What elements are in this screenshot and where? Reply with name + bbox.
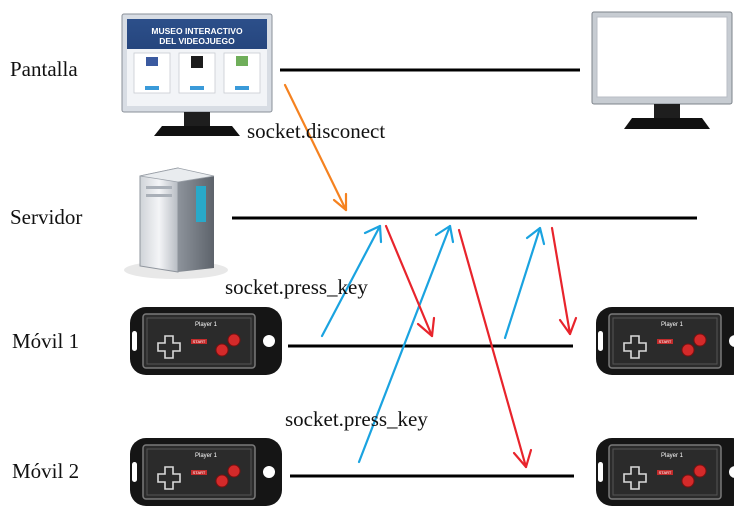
controller-player-label: Player 1: [195, 322, 218, 328]
timelines: [232, 68, 697, 478]
server-icon: [124, 167, 228, 279]
screen-title-line1: MUSEO INTERACTIVO: [151, 26, 243, 36]
row-label-servidor: Servidor: [10, 205, 82, 229]
controller-start-label: START: [193, 470, 206, 475]
press-key-arrow: [503, 226, 546, 340]
screen-title-line2: DEL VIDEOJUEGO: [159, 36, 235, 46]
controller-start-label: START: [659, 339, 672, 344]
row-label-pantalla: Pantalla: [10, 57, 78, 81]
controller-player-label: Player 1: [195, 453, 218, 459]
controller-start-label: START: [659, 470, 672, 475]
monitor-active-icon: MUSEO INTERACTIVO DEL VIDEOJUEGO: [121, 13, 273, 136]
press-key-arrow: [357, 224, 455, 464]
row-label-movil-1: Móvil 1: [12, 329, 79, 353]
monitor-idle-icon: [591, 11, 733, 129]
press-key-arrow: [320, 224, 383, 338]
controller-phone-movil2-left-icon: [129, 437, 283, 507]
controller-start-label: START: [193, 339, 206, 344]
message-arrows: [283, 83, 578, 469]
controller-phone-movil1-left-icon: [129, 306, 283, 376]
controller-player-label: Player 1: [661, 453, 684, 459]
label-socket-press-key-2: socket.press_key: [285, 407, 428, 431]
response-arrow: [457, 228, 533, 469]
row-label-movil-2: Móvil 2: [12, 459, 79, 483]
disconnect-arrow: [283, 83, 348, 212]
response-arrow: [550, 226, 578, 336]
controller-player-label: Player 1: [661, 322, 684, 328]
label-socket-press-key-1: socket.press_key: [225, 275, 368, 299]
label-socket-disconect: socket.disconect: [247, 119, 385, 143]
response-arrow: [384, 224, 436, 338]
